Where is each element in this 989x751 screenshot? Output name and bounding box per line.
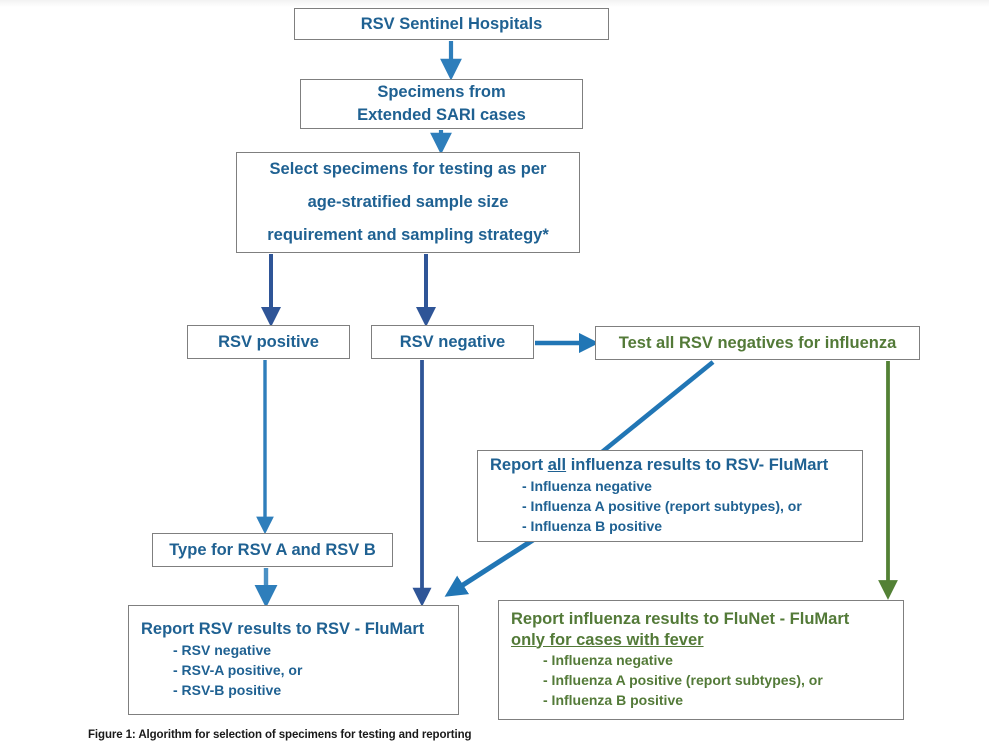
line-report-flu-to-test-all: [600, 360, 715, 454]
heading-underlined-word: all: [547, 456, 567, 475]
node-label-line-2: Extended SARI cases: [357, 106, 526, 124]
node-label-line-3: requirement and sampling strategy*: [267, 226, 549, 244]
node-report-rsv-results-to-rsv-flumart[interactable]: Report RSV results to RSV - FluMart - RS…: [128, 605, 459, 715]
list-item: - Influenza negative: [522, 477, 652, 494]
node-rsv-negative[interactable]: RSV negative: [371, 325, 534, 359]
list-item: - Influenza B positive: [543, 692, 684, 709]
node-rsv-positive[interactable]: RSV positive: [187, 325, 350, 359]
node-label: RSV negative: [399, 332, 506, 351]
node-label: RSV positive: [218, 332, 319, 351]
node-label: Test all RSV negatives for influenza: [618, 333, 897, 352]
node-type-for-rsv-a-and-rsv-b[interactable]: Type for RSV A and RSV B: [152, 533, 393, 567]
node-test-all-rsv-negatives-for-influenza[interactable]: Test all RSV negatives for influenza: [595, 326, 920, 360]
node-heading-line-2: only for cases with fever: [511, 630, 704, 649]
list-item: - RSV-B positive: [173, 682, 282, 699]
node-label: RSV Sentinel Hospitals: [360, 14, 543, 33]
node-label-line-1: Select specimens for testing as per: [269, 160, 547, 178]
node-label: Type for RSV A and RSV B: [169, 540, 376, 559]
list-item: - Influenza A positive (report subtypes)…: [543, 671, 823, 688]
top-page-edge: [0, 0, 989, 7]
list-item: - RSV-A positive, or: [173, 661, 303, 678]
node-label-line-1: Specimens from: [377, 82, 506, 101]
list-item: - Influenza negative: [543, 651, 673, 668]
list-item: - Influenza B positive: [522, 518, 663, 535]
list-item: - RSV negative: [173, 641, 272, 658]
node-select-specimens-for-testing[interactable]: Select specimens for testing as per age-…: [236, 152, 580, 253]
heading-pre: Report: [490, 456, 548, 475]
node-heading: Report RSV results to RSV - FluMart: [141, 620, 425, 639]
node-report-influenza-results-to-flunet-flumart[interactable]: Report influenza results to FluNet - Flu…: [498, 600, 904, 720]
node-heading: Report all influenza results to RSV- Flu…: [478, 455, 874, 475]
list-item: - Influenza A positive (report subtypes)…: [522, 497, 802, 514]
node-rsv-sentinel-hospitals[interactable]: RSV Sentinel Hospitals: [294, 8, 609, 40]
node-report-all-influenza-results-to-rsv-flumart[interactable]: Report all influenza results to RSV- Flu…: [477, 450, 863, 542]
figure-caption: Figure 1: Algorithm for selection of spe…: [88, 729, 472, 741]
heading-post: influenza results to RSV- FluMart: [566, 456, 829, 475]
node-label-line-2: age-stratified sample size: [307, 193, 509, 211]
arrow-report-flu-to-report-rsv: [444, 537, 535, 597]
node-specimens-from-extended-sari[interactable]: Specimens from Extended SARI cases: [300, 79, 583, 129]
node-heading-line-1: Report influenza results to FluNet - Flu…: [511, 610, 850, 629]
